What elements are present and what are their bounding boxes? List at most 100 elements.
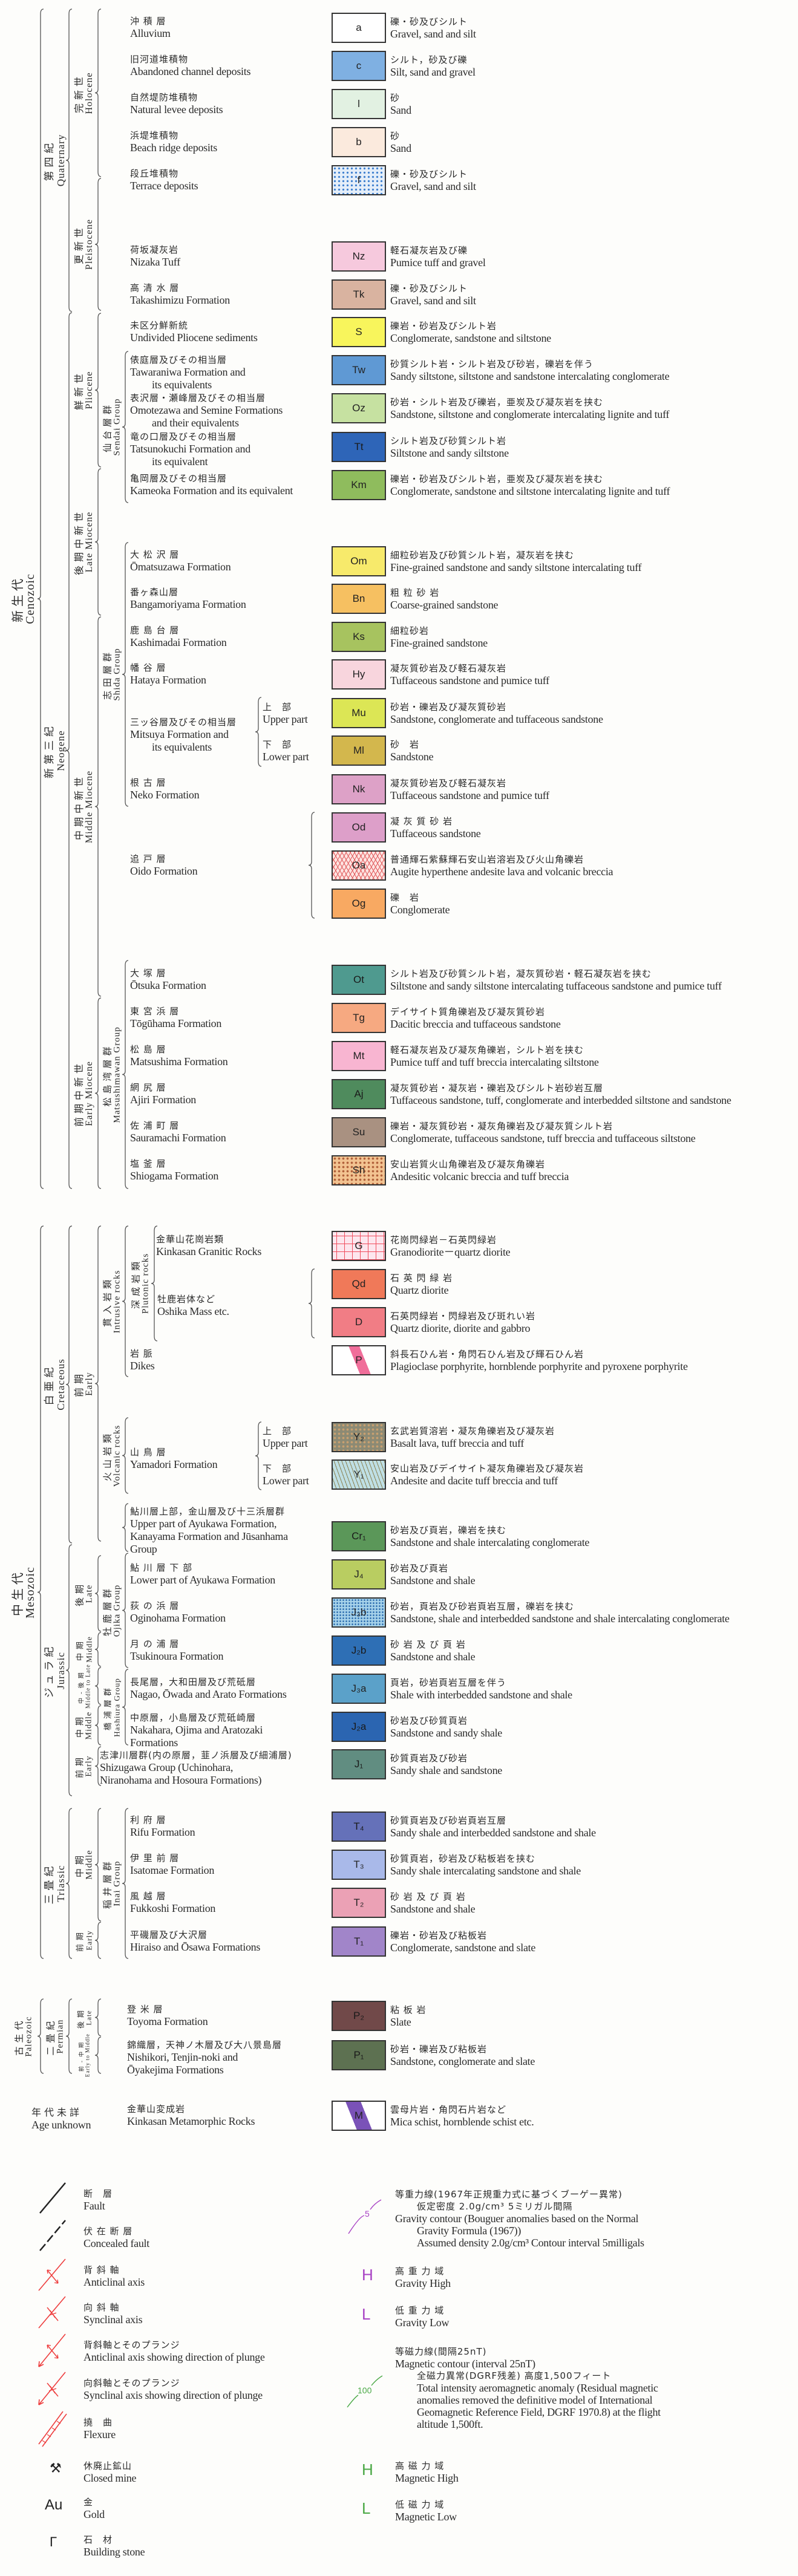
- formation-name-ja: 沖 積 層: [130, 16, 166, 27]
- bracket-jur-middle1: [94, 1632, 102, 1667]
- unit-code: P₁: [353, 2049, 364, 2061]
- bracket-sendai: [122, 351, 129, 503]
- magnetic-contour-text: altitude 1,500ft.: [417, 2418, 483, 2430]
- gravity-contour-text: 仮定密度 2.0g/cm³ 5ミリガル間隔: [417, 2201, 573, 2212]
- unit-color-box: T₄: [332, 1811, 386, 1842]
- closed-mine-icon: ⚒: [50, 2460, 62, 2476]
- formation-name-ja: 表沢層・瀬峰層及びその相当層: [130, 393, 266, 403]
- formation-name-en: Kinkasan Granitic Rocks: [156, 1245, 262, 1257]
- age-label-ja: 二畳紀: [45, 2017, 56, 2056]
- unit-color-box: G: [332, 1231, 386, 1261]
- unit-description-ja: 凝灰質砂岩及び軽石凝灰岩: [390, 663, 507, 674]
- age-label-ja: 前期: [76, 1928, 85, 1952]
- magnetic-high-icon: H: [362, 2460, 373, 2479]
- unit-color-box: Od: [332, 812, 386, 843]
- formation-name-ja: 亀岡層及びその相当層: [130, 473, 227, 484]
- unit-description-ja: 斜長石ひん岩・角閃石ひん岩及び輝石ひん岩: [390, 1349, 584, 1360]
- unit-code: Tk: [353, 289, 365, 300]
- formation-name-ja: 浜堤堆積物: [130, 130, 179, 141]
- bracket-permian: [65, 1998, 73, 2074]
- age-label-en: Jurassic: [55, 1651, 67, 1689]
- unit-code: Y₂: [353, 1431, 364, 1443]
- unit-color-box: Sh: [332, 1155, 386, 1185]
- formation-name-ja: 伊 里 前 層: [130, 1853, 180, 1864]
- formation-name-en: Ōyakejima Formations: [127, 2064, 224, 2076]
- unit-code: D: [355, 1316, 363, 1328]
- unit-color-box: Tg: [332, 1003, 386, 1033]
- bracket-pleistocene: [94, 178, 102, 311]
- unit-color-box: T₃: [332, 1850, 386, 1880]
- formation-name-en: Matsushima Formation: [130, 1055, 228, 1068]
- formation-name-en: Abandoned channel deposits: [130, 65, 251, 77]
- magnetic-contour-text: 等磁力線(間隔25nT): [395, 2346, 487, 2357]
- unit-code: Om: [350, 555, 367, 567]
- formation-name-en: Takashimizu Formation: [130, 294, 230, 306]
- formation-name-en: Ōmatsuzawa Formation: [130, 561, 231, 573]
- age-label-en: Cretaceous: [55, 1358, 67, 1410]
- legend-label-en: Gold: [83, 2508, 105, 2520]
- formation-name-en: Ajiri Formation: [130, 1094, 196, 1106]
- legend-label-ja: 石 材: [83, 2534, 113, 2545]
- unit-code: J₃a: [351, 1683, 367, 1694]
- unit-code: T₂: [353, 1897, 364, 1908]
- unit-description-ja: 安山岩及びデイサイト凝灰角礫岩及び凝灰岩: [390, 1463, 584, 1474]
- unit-description-en: Silt, sand and gravel: [390, 66, 476, 78]
- formation-name-ja: 佐 浦 町 層: [130, 1120, 180, 1131]
- unit-description-ja: 砂 岩 及 び 頁 岩: [390, 1639, 466, 1650]
- formation-name-ja: 中原層，小島層及び荒砥崎層: [130, 1712, 257, 1723]
- part-label-ja: 下 部: [263, 739, 292, 750]
- unit-description-ja: 礫・砂及びシルト: [390, 169, 468, 180]
- unit-description-ja: 砂: [390, 131, 401, 142]
- age-label-ja: 更新世: [73, 224, 85, 265]
- legend-label-ja: 向 斜 軸: [83, 2302, 120, 2313]
- unit-description-en: Sandstone: [390, 751, 434, 763]
- legend-label-ja: 向斜軸とそのプランジ: [83, 2378, 180, 2389]
- formation-name-ja: 長尾層，大和田層及び荒砥層: [130, 1677, 257, 1687]
- age-label-ja: 古生代: [13, 2017, 25, 2056]
- age-label-en: Permian: [55, 2019, 65, 2054]
- unit-color-box: Og: [332, 889, 386, 919]
- bracket-holocene: [94, 8, 102, 177]
- legend-label-en: Building stone: [83, 2546, 145, 2558]
- unit-color-box: Tk: [332, 279, 386, 310]
- unit-description-en: Sandstone and shale: [390, 1903, 476, 1915]
- unit-description-ja: 砂岩及び砂質頁岩: [390, 1715, 468, 1726]
- formation-name-ja: 山 鳥 層: [130, 1447, 166, 1458]
- age-label-ja: 深成岩類: [130, 1258, 142, 1309]
- formation-name-ja: 荻 の 浜 層: [130, 1600, 180, 1611]
- gravity-high-icon: H: [362, 2266, 373, 2284]
- unit-code: Oa: [352, 859, 366, 871]
- unit-description-ja: シルト，砂及び礫: [390, 54, 468, 65]
- unit-description-en: Sandy siltstone, siltstone and sandstone…: [390, 370, 670, 382]
- magnetic-contour-text: Geomagnetic Reference Field, DGRF 1970.8…: [417, 2406, 661, 2418]
- magnetic-contour-text: 全磁力異常(DGRF残差) 高度1,500フィート: [417, 2370, 612, 2381]
- magnetic-low-icon: L: [362, 2499, 371, 2517]
- unit-description-ja: 礫・砂及びシルト: [390, 16, 468, 27]
- gravity-contour-text: 等重力線(1967年正規重力式に基づくブーゲー異常): [395, 2189, 623, 2200]
- unit-description-ja: 砂質頁岩，砂岩及び粘板岩を挟む: [390, 1853, 536, 1864]
- unit-description-ja: 砂: [390, 93, 401, 103]
- flexure-icon: [38, 2411, 67, 2447]
- formation-name-en: Upper part of Ayukawa Formation,: [130, 1518, 277, 1530]
- unit-description-ja: デイサイト質角礫岩及び凝灰質砂岩: [390, 1006, 546, 1017]
- age-label-ja: 中期中新世: [73, 773, 85, 840]
- formation-name-ja: 網 尻 層: [130, 1082, 166, 1093]
- legend-label-ja: 背斜軸とそのプランジ: [83, 2340, 180, 2350]
- anticlinal-axis-icon: [38, 2258, 66, 2291]
- age-label-ja: ジュラ紀: [44, 1643, 56, 1698]
- bracket-neogene: [65, 312, 73, 1189]
- age-label-ja: 新生代: [10, 575, 25, 622]
- age-label-en: Early: [84, 1371, 94, 1396]
- unit-code: P: [355, 1354, 362, 1366]
- age-label-en: Pliocene: [84, 371, 94, 409]
- age-label-en: Matsushimawan Group: [112, 1026, 122, 1123]
- unit-description-en: Conglomerate, tuffaceous sandstone, tuff…: [390, 1132, 696, 1144]
- bracket-hashiura: [122, 1669, 129, 1746]
